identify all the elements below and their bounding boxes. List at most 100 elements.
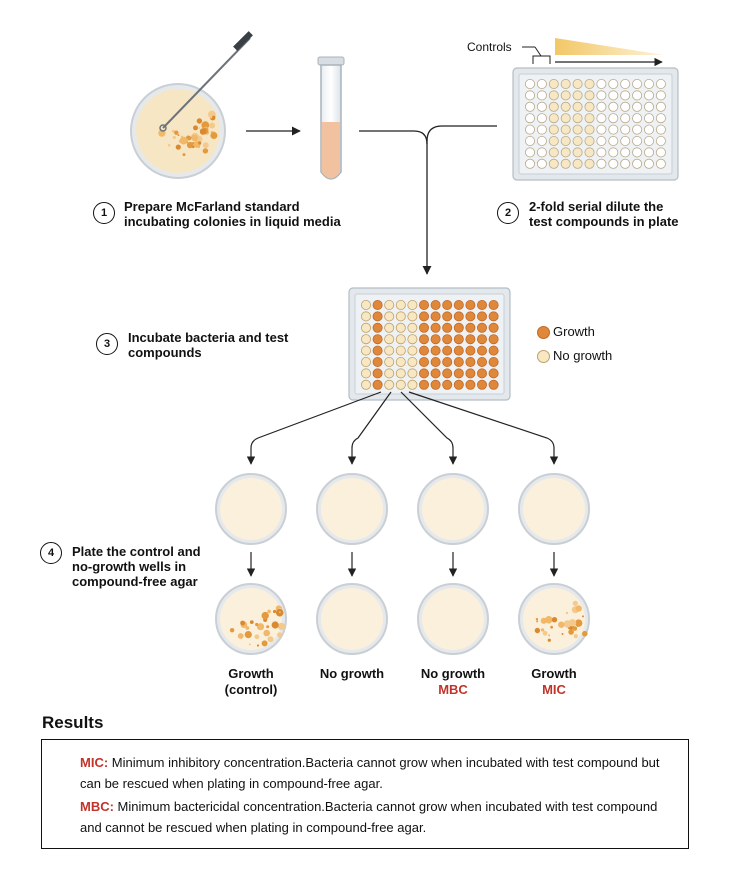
colony-petri-dish (130, 31, 253, 179)
plate-well (632, 79, 643, 90)
colony (182, 153, 186, 157)
plate-well (596, 124, 607, 135)
plate-well (536, 79, 547, 90)
plate-well (548, 135, 559, 146)
plate-well (608, 135, 619, 146)
plate-well (548, 113, 559, 124)
legend-no-growth: No growth (537, 348, 657, 363)
colony (193, 125, 198, 131)
colony (267, 609, 271, 614)
no-growth-well (360, 299, 371, 310)
plate-well (560, 101, 571, 112)
colony (271, 621, 279, 629)
plate-well (620, 124, 631, 135)
step-1-line2: incubating colonies in liquid media (124, 214, 341, 229)
growth-well (453, 334, 464, 345)
plate-well (525, 147, 536, 158)
result-plates (215, 583, 590, 655)
plate-well (572, 113, 583, 124)
growth-well (476, 345, 487, 356)
concentration-gradient (555, 38, 664, 55)
growth-well (442, 345, 453, 356)
no-growth-well (395, 356, 406, 367)
step-3-number: 3 (96, 333, 118, 355)
colony (572, 626, 578, 631)
colony (198, 141, 202, 145)
colony (196, 118, 203, 124)
colony (245, 626, 250, 630)
colony (536, 620, 539, 623)
no-growth-well (407, 379, 418, 390)
result-plate-mic (518, 583, 590, 655)
plate-well (620, 79, 631, 90)
growth-well (372, 356, 383, 367)
no-growth-well (360, 356, 371, 367)
growth-well (465, 356, 476, 367)
plate-well (632, 113, 643, 124)
colony (558, 621, 565, 628)
plate-well (596, 101, 607, 112)
colony (548, 634, 551, 637)
plate-well (536, 113, 547, 124)
growth-well (476, 334, 487, 345)
plate-well (644, 90, 655, 101)
growth-well (418, 334, 429, 345)
plate-well (572, 158, 583, 169)
growth-well (418, 322, 429, 333)
colony (199, 128, 207, 135)
result-plate-mbc (417, 583, 489, 655)
step-1-number: 1 (93, 202, 115, 224)
controls-bracket (522, 46, 551, 64)
plate-well (548, 90, 559, 101)
colony (244, 631, 252, 639)
plate-well (655, 124, 666, 135)
step-3-line1: Incubate bacteria and test (128, 330, 289, 345)
outcome-4: Growth MIC (494, 666, 614, 698)
plate-well (655, 147, 666, 158)
colonies (158, 110, 218, 157)
growth-well (465, 379, 476, 390)
growth-well (418, 379, 429, 390)
colony (547, 621, 551, 624)
no-growth-well (384, 368, 395, 379)
colony (209, 122, 216, 129)
colony (261, 611, 269, 620)
plate-well (560, 158, 571, 169)
mbc-definition: MBC: Minimum bactericidal concentration.… (80, 796, 680, 838)
no-growth-well (395, 334, 406, 345)
plate-well (536, 135, 547, 146)
plate-well (632, 147, 643, 158)
growth-swatch (537, 326, 550, 339)
growth-well (465, 368, 476, 379)
growth-well (465, 334, 476, 345)
plate-well (560, 147, 571, 158)
step-4-line2: no-growth wells in (72, 559, 187, 574)
down-arrows (246, 552, 559, 577)
colony (568, 629, 574, 635)
inoculation-loop (162, 37, 251, 129)
growth-well (476, 379, 487, 390)
plate-well (620, 113, 631, 124)
plate-well (644, 158, 655, 169)
growth-well (453, 345, 464, 356)
no-growth-well (384, 322, 395, 333)
growth-well (442, 311, 453, 322)
colony (172, 135, 176, 140)
plate-well (536, 147, 547, 158)
plate-well (608, 101, 619, 112)
colony (550, 625, 553, 629)
plate-well (632, 158, 643, 169)
colony (249, 620, 254, 624)
growth-well (488, 334, 499, 345)
growth-well (418, 345, 429, 356)
growth-well (453, 368, 464, 379)
colony (563, 620, 572, 628)
plate-well (548, 147, 559, 158)
growth-well (372, 311, 383, 322)
results-title: Results (42, 713, 104, 732)
growth-well (442, 356, 453, 367)
plate-well (632, 101, 643, 112)
growth-well (465, 311, 476, 322)
plate-well (608, 124, 619, 135)
step-3-line2: compounds (128, 345, 202, 360)
